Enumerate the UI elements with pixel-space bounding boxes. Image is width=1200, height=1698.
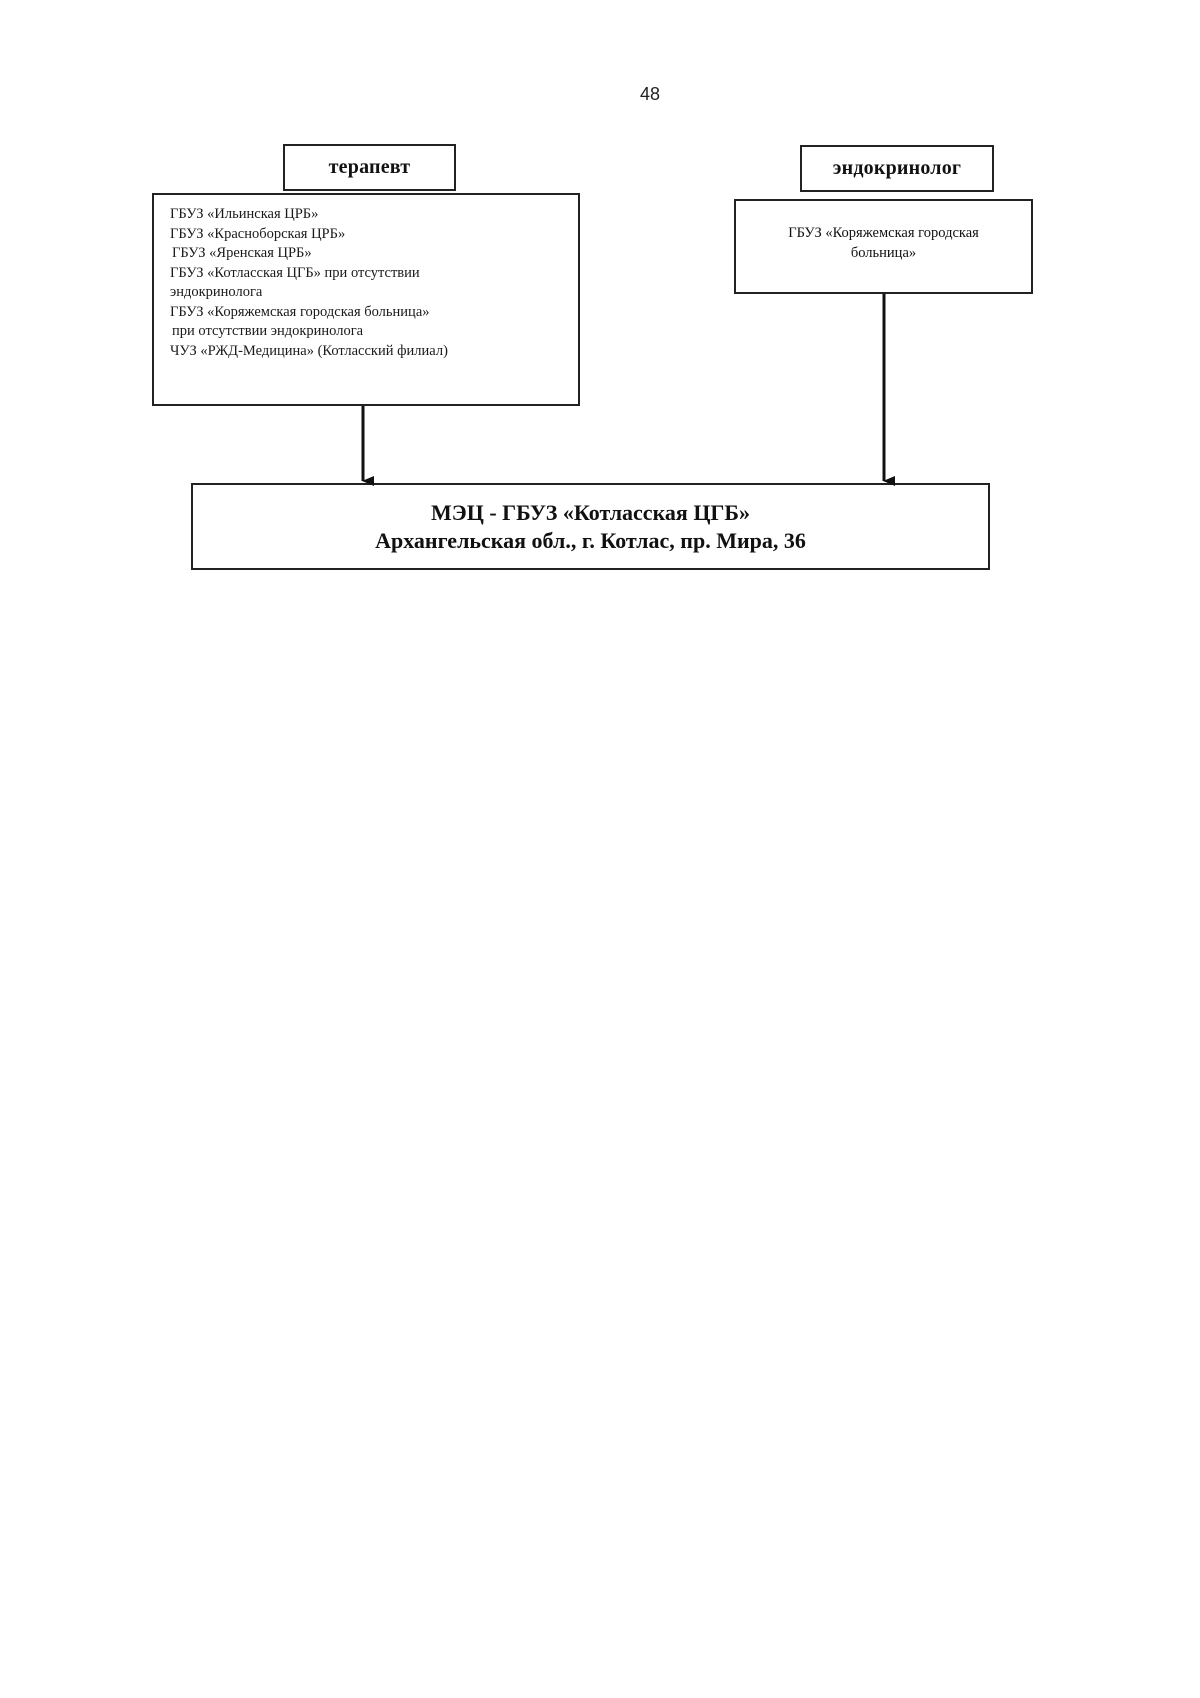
destination-address: Архангельская обл., г. Котлас, пр. Мира,… (375, 527, 806, 553)
therapist-org-line: ЧУЗ «РЖД-Медицина» (Котласский филиал) (170, 342, 448, 359)
therapist-org-line: эндокринолога (170, 284, 263, 300)
page-number: 48 (640, 84, 661, 104)
destination-name: МЭЦ - ГБУЗ «Котласская ЦГБ» (431, 499, 750, 525)
endocrinologist-header-label: эндокринолог (832, 157, 962, 179)
therapist-header-label: терапевт (328, 156, 411, 178)
therapist-org-line: ГБУЗ «Красноборская ЦРБ» (170, 225, 346, 242)
destination-center-box: МЭЦ - ГБУЗ «Котласская ЦГБ» Архангельска… (191, 483, 990, 570)
therapist-org-line: при отсутствии эндокринолога (172, 323, 364, 339)
endocrinologist-header-box: эндокринолог (800, 145, 994, 192)
therapist-organizations-box: ГБУЗ «Ильинская ЦРБ» ГБУЗ «Красноборская… (152, 193, 580, 406)
endocrinologist-organization-box: ГБУЗ «Коряжемская городская больница» (734, 199, 1033, 294)
therapist-org-line: ГБУЗ «Ильинская ЦРБ» (170, 206, 319, 222)
therapist-header-box: терапевт (283, 144, 456, 191)
therapist-org-line: ГБУЗ «Коряжемская городская больница» (170, 303, 430, 320)
therapist-org-line: ГБУЗ «Яренская ЦРБ» (172, 245, 312, 261)
endocrinologist-org-text: ГБУЗ «Коряжемская городская больница» (788, 225, 979, 261)
therapist-org-line: ГБУЗ «Котласская ЦГБ» при отсутствии (170, 264, 420, 281)
